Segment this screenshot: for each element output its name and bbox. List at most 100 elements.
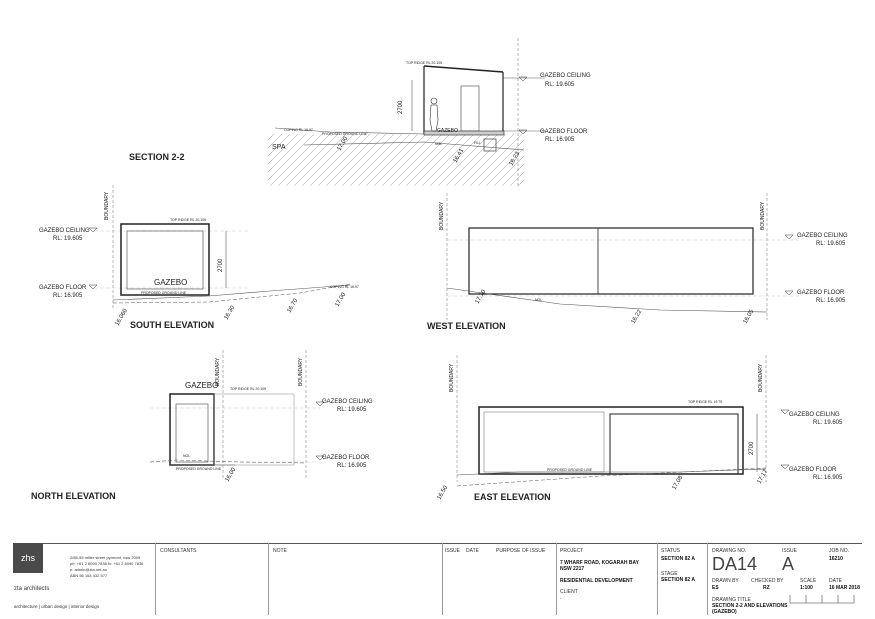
tb-divider <box>155 543 156 615</box>
level-label: 17.10 <box>475 288 488 305</box>
boundary-label: BOUNDARY <box>439 201 445 230</box>
gazebo-outline <box>478 406 744 475</box>
floor-rl: RL: 16.905 <box>545 137 575 143</box>
checked-by-label: CHECKED BY <box>751 578 784 584</box>
ceiling-rl: RL: 19.605 <box>337 407 367 413</box>
floor-slab <box>423 130 505 136</box>
project-line: NSW 2217 <box>560 566 585 572</box>
proposed-ground-label: PROPOSED GROUND LINE <box>141 291 187 295</box>
coping-label: COPING RL 16.97 <box>284 128 313 132</box>
west-elevation: WEST ELEVATION BOUNDARY BOUNDARY NGL GAZ… <box>427 193 848 331</box>
floor-label: GAZEBO FLOOR <box>797 290 845 296</box>
firm-logo: zhs <box>13 543 43 573</box>
floor-label: GAZEBO FLOOR <box>39 285 87 291</box>
drawing-title-line: (GAZEBO) <box>712 609 737 615</box>
gazebo-bay-left <box>483 411 605 473</box>
level-label: 16.70 <box>287 297 300 314</box>
ngl-line <box>456 467 767 487</box>
ceiling-rl: RL: 19.605 <box>545 82 575 88</box>
consultants-label: CONSULTANTS <box>160 548 197 554</box>
gazebo-outline <box>120 223 210 296</box>
ngl-label: NGL <box>183 454 190 458</box>
status-label: STATUS <box>661 548 680 554</box>
stage-value: SECTION 82 A <box>661 577 695 583</box>
level-label: 17.17 <box>757 468 770 485</box>
ceiling-rl: RL: 19.605 <box>816 241 846 247</box>
north-elevation: NORTH ELEVATION BOUNDARY BOUNDARY GAZEBO… <box>31 350 373 501</box>
title-block <box>13 543 862 616</box>
floor-marker <box>780 464 790 470</box>
scale-label: SCALE <box>800 578 817 584</box>
drawing-no: DA14 <box>712 554 758 574</box>
issue-label: ISSUE <box>445 548 461 554</box>
opening <box>460 85 480 132</box>
ceiling-label: GAZEBO CEILING <box>789 412 840 418</box>
footing <box>483 138 497 152</box>
coping-label: COPING RL 16.97 <box>330 285 359 289</box>
scale-figure-head <box>430 97 438 105</box>
job-no-label: JOB NO. <box>829 548 850 554</box>
level-label: 16.060 <box>115 308 130 327</box>
tb-divider <box>556 543 557 615</box>
project-type: RESIDENTIAL DEVELOPMENT <box>560 578 633 584</box>
proposed-ground-line <box>274 127 425 135</box>
level-label: 17.00 <box>335 291 348 308</box>
dim-2700: 2700 <box>749 441 755 455</box>
level-label: 16.00 <box>225 466 238 483</box>
top-ridge-label: TOP RIDGE RL 20.105 <box>406 61 442 65</box>
ngl-label: NGL <box>435 142 442 146</box>
purpose-label: PURPOSE OF ISSUE <box>496 548 546 554</box>
firm-tagline: architecture | urban design | interior d… <box>14 604 100 609</box>
floor-marker <box>784 290 794 296</box>
date-label-2: DATE <box>829 578 842 584</box>
date-value: 16 MAR 2018 <box>829 585 860 591</box>
gazebo-opening <box>126 230 204 290</box>
firm-name: zta architects <box>14 586 50 592</box>
gazebo-outline <box>169 393 215 466</box>
ceiling-marker <box>315 401 325 407</box>
address-line: e: admin@zta.net.au <box>70 567 107 572</box>
boundary-label: BOUNDARY <box>449 363 455 392</box>
ceiling-label: GAZEBO CEILING <box>797 233 848 239</box>
scale: 1:100 <box>800 585 813 591</box>
proposed-ground-label: PROPOSED GROUND LINE <box>547 468 593 472</box>
boundary-label: BOUNDARY <box>104 191 110 220</box>
top-ridge-label: TOP RIDGE RL 20.105 <box>170 218 206 222</box>
logo-text: zhs <box>20 553 35 563</box>
view-title: SOUTH ELEVATION <box>130 320 214 330</box>
drawing-no-label: DRAWING NO. <box>712 548 747 554</box>
floor-marker <box>88 284 98 290</box>
floor-rl: RL: 16.905 <box>53 293 83 299</box>
client-value: - <box>560 596 562 602</box>
gazebo-side-ghost <box>213 393 295 466</box>
status-value: SECTION 82 A <box>661 556 695 562</box>
dim-2700: 2700 <box>398 100 404 114</box>
roof-line <box>423 65 504 73</box>
ngl-line <box>149 459 307 464</box>
view-title: WEST ELEVATION <box>427 321 506 331</box>
view-title: SECTION 2-2 <box>129 152 185 162</box>
ceiling-marker <box>518 76 528 82</box>
level-label: 17.08 <box>672 474 685 491</box>
scale-bar-graphic <box>789 595 855 604</box>
checked-by: RZ <box>763 585 770 591</box>
view-title: EAST ELEVATION <box>474 492 551 502</box>
ceiling-rl: RL: 19.605 <box>813 420 843 426</box>
dim-2700: 2700 <box>218 258 224 272</box>
level-label: 16.30 <box>224 304 237 321</box>
drawn-by: ES <box>712 585 719 591</box>
ceiling-label: GAZEBO CEILING <box>540 73 591 79</box>
floor-rl: RL: 16.905 <box>816 298 846 304</box>
drawing-title-label: DRAWING TITLE <box>712 597 751 603</box>
ceiling-marker <box>780 409 790 415</box>
issue-value: A <box>782 554 795 574</box>
project-label: PROJECT <box>560 548 584 554</box>
view-title: NORTH ELEVATION <box>31 491 116 501</box>
floor-rl: RL: 16.905 <box>813 475 843 481</box>
ceiling-label: GAZEBO CEILING <box>39 228 90 234</box>
gazebo-bay-right <box>609 413 739 475</box>
date-label: DATE <box>466 548 479 554</box>
note-label: NOTE <box>273 548 287 554</box>
ngl-label: NGL <box>535 298 542 302</box>
